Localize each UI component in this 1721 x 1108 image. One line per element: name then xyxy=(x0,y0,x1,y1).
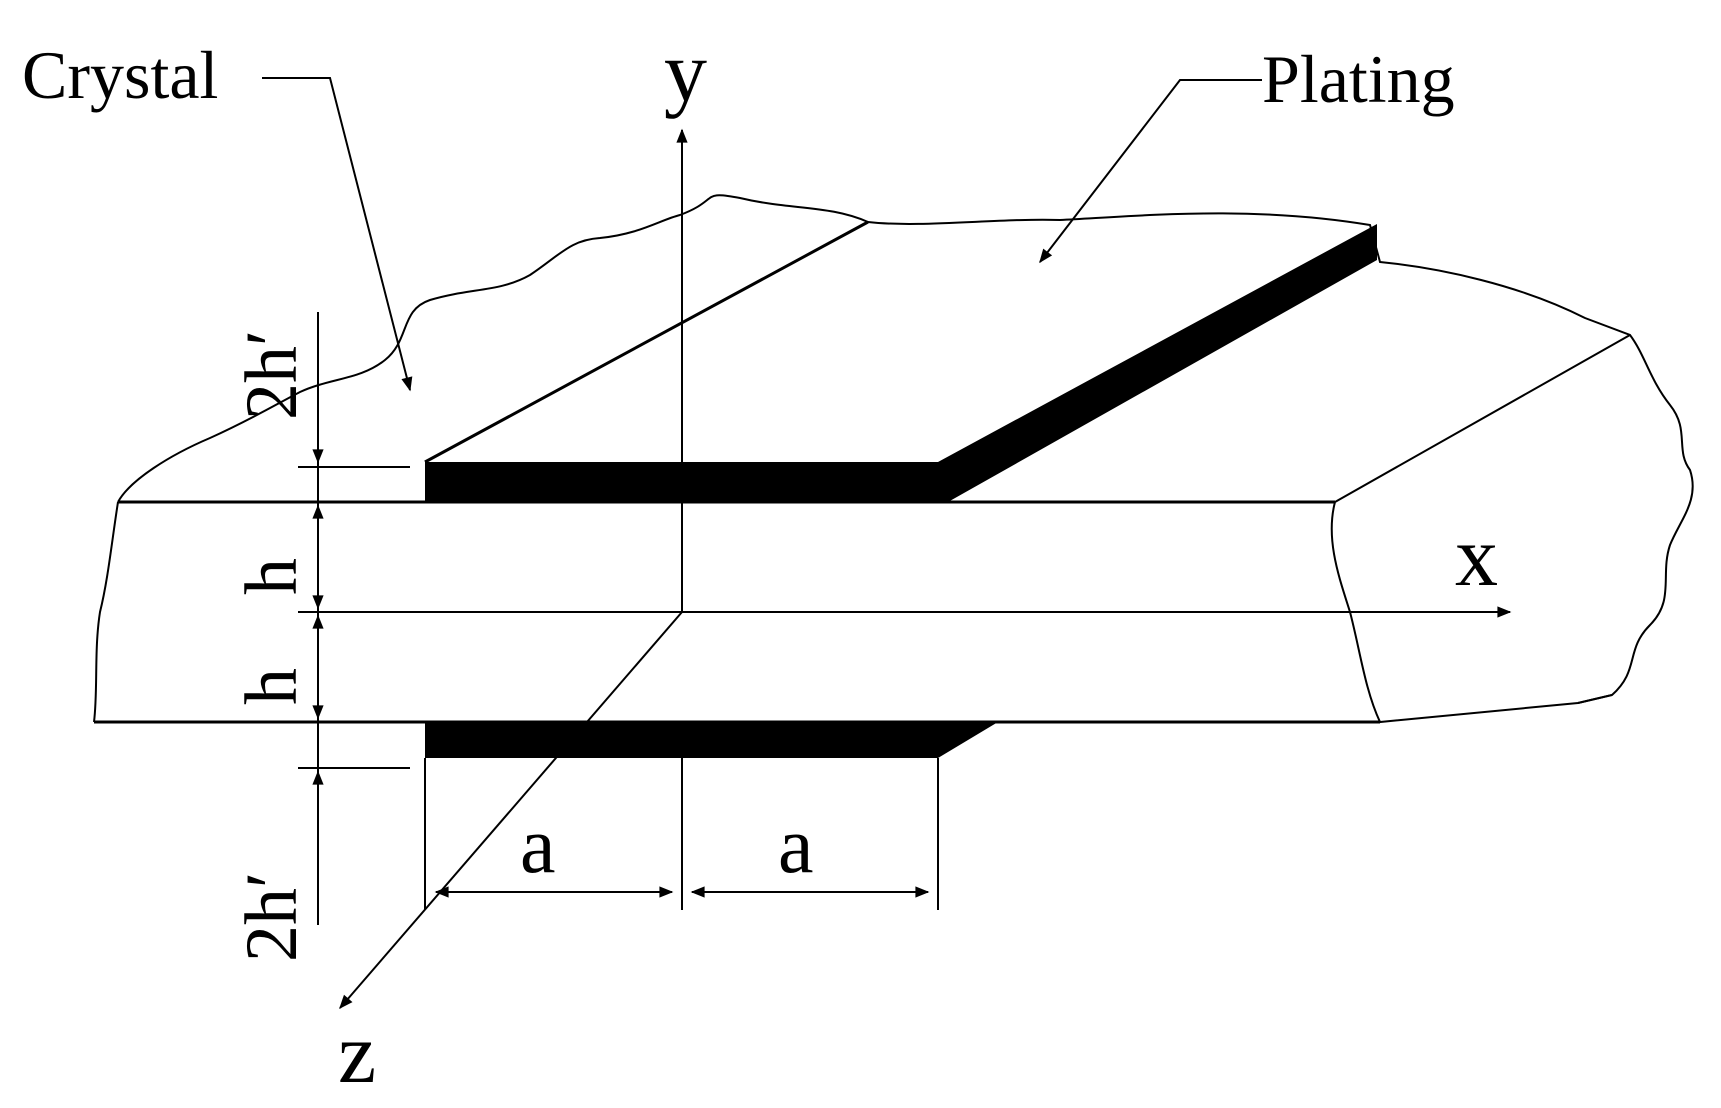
dim-2h-prime-bottom: 2h′ xyxy=(231,872,313,962)
top-plating-left-edge xyxy=(424,220,869,464)
z-axis-label: z xyxy=(338,1005,376,1101)
dim-a-left: a xyxy=(520,802,556,890)
crystal-left-broken-edge xyxy=(93,501,119,723)
dim-h-upper: h xyxy=(231,558,313,595)
top-plating-front-edge xyxy=(425,224,1377,502)
z-axis xyxy=(339,611,683,1010)
dim-h-lower: h xyxy=(231,668,313,705)
plating-leader-line xyxy=(1039,79,1262,264)
dim-2h-prime-top: 2h′ xyxy=(231,330,313,420)
bottom-plating-front-edge xyxy=(425,722,998,758)
crystal-label: Crystal xyxy=(22,37,218,113)
y-axis-label: y xyxy=(664,23,707,119)
crystal-leader-line xyxy=(262,77,413,392)
x-axis-label: x xyxy=(1455,508,1498,604)
plating-label: Plating xyxy=(1262,41,1455,117)
dim-a-right: a xyxy=(778,802,814,890)
crystal-break-outline xyxy=(117,194,1694,704)
